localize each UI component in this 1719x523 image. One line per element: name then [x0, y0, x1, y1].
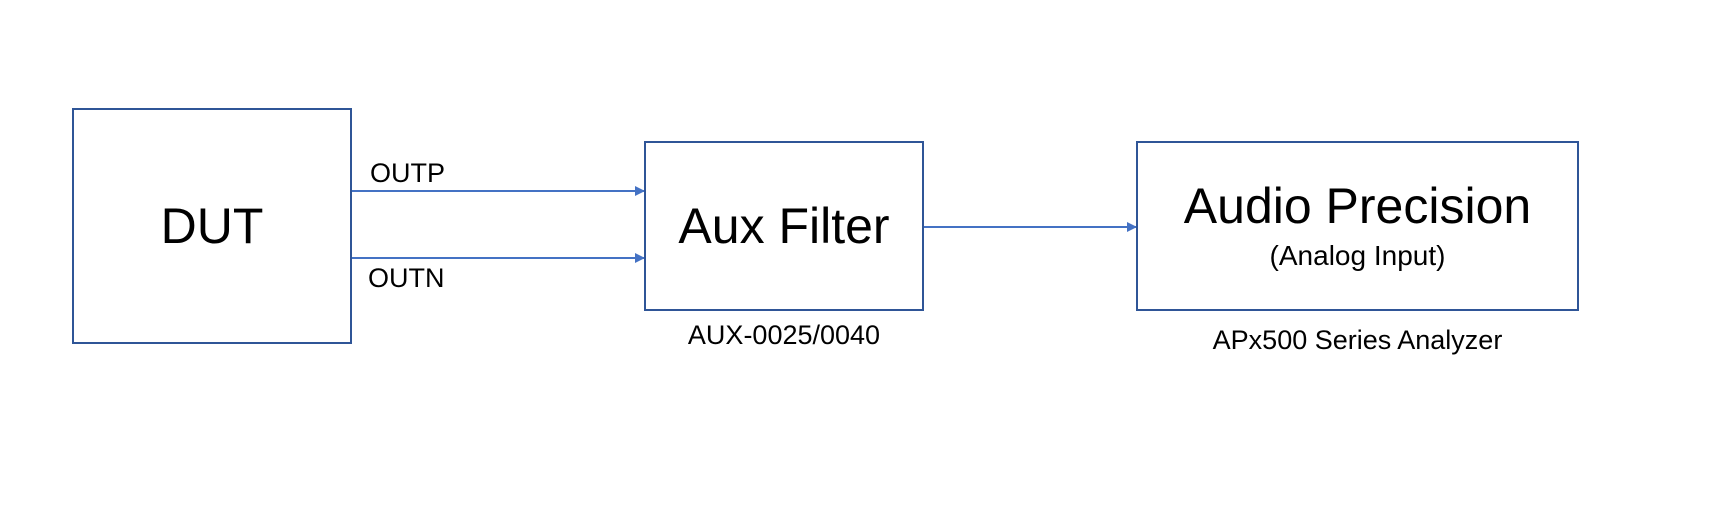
outp-label: OUTP	[370, 158, 446, 188]
aux-filter-block: Aux Filter	[644, 141, 924, 311]
audio-precision-title: Audio Precision	[1183, 177, 1532, 234]
dut-block: DUT	[72, 108, 352, 344]
audio-precision-subtitle: (Analog Input)	[1269, 240, 1446, 272]
dut-title: DUT	[160, 197, 264, 254]
outn-label: OUTN	[368, 263, 445, 293]
aux-filter-title: Aux Filter	[678, 197, 890, 254]
audio-precision-block: Audio Precision (Analog Input)	[1136, 141, 1579, 311]
aux-filter-caption: AUX-0025/0040	[687, 320, 881, 350]
audio-precision-caption: APx500 Series Analyzer	[1212, 325, 1503, 355]
